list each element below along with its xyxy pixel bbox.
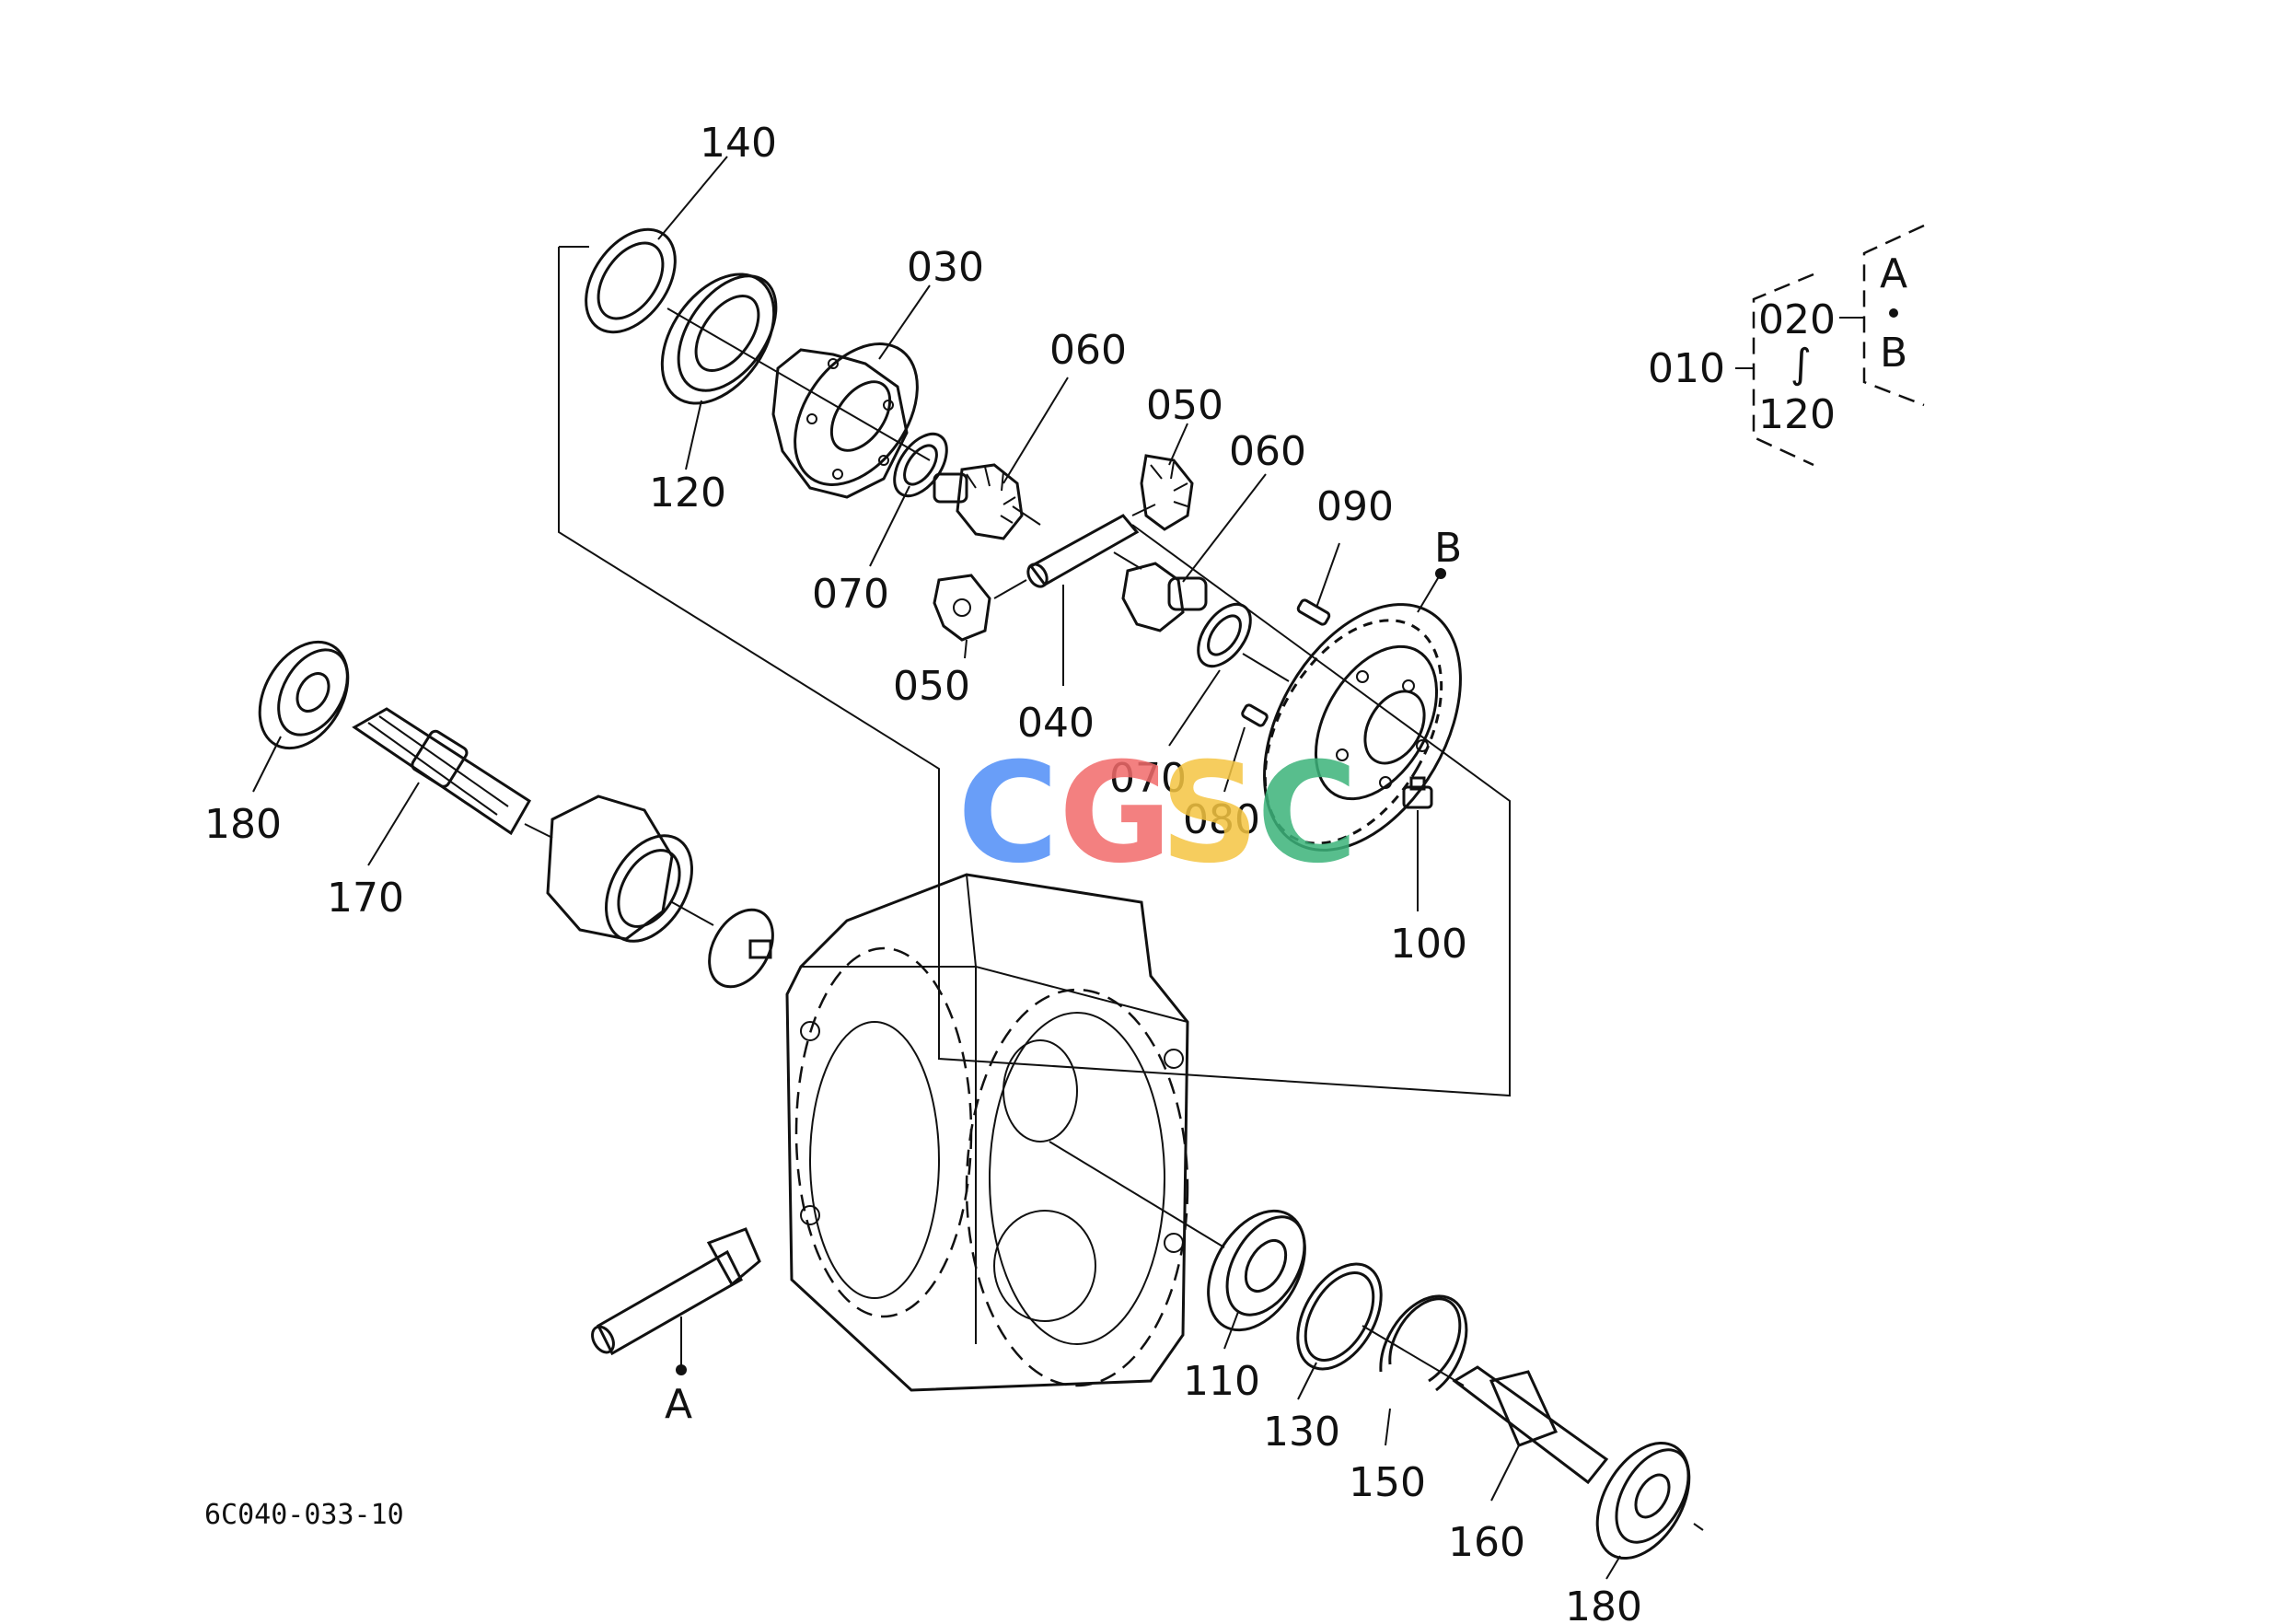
watermark-letter-2: G (1059, 734, 1172, 894)
legend-range-sep: ∫ (1790, 341, 1812, 388)
drawing-code: 6C040-033-10 (204, 1499, 404, 1531)
part-050-pinion-upper (1140, 454, 1194, 531)
part-pinion-shaft-A (591, 1227, 761, 1356)
part-070-washer-lower (1197, 602, 1252, 668)
part-060-side-gear-lower (1121, 562, 1208, 632)
part-160-shaft (1452, 1365, 1609, 1485)
part-040-pinion-shaft (1026, 514, 1140, 588)
legend-120: 120 (1758, 391, 1836, 438)
label-050-lower: 050 (893, 663, 970, 710)
part-030-diff-case (771, 342, 919, 499)
legend-ref-b: B (1880, 330, 1907, 377)
label-A-pinion: A (665, 1381, 692, 1428)
part-transmission-case (785, 873, 1189, 1392)
watermark-letter-4: C (1257, 734, 1358, 894)
label-140: 140 (700, 120, 777, 167)
part-180-bearing-left (258, 640, 350, 750)
label-130: 130 (1263, 1409, 1340, 1456)
part-100-bolt (1402, 776, 1433, 809)
part-170-shaft (352, 707, 532, 836)
assembly-legend: 010 020 ∫ 120 A B (1648, 224, 1925, 467)
part-150-circlip (1379, 1294, 1468, 1392)
part-080-pin (1241, 703, 1269, 727)
label-180-left: 180 (204, 801, 282, 848)
label-040: 040 (1017, 700, 1095, 747)
label-070-upper: 070 (812, 571, 889, 618)
legend-010: 010 (1648, 345, 1725, 392)
label-160: 160 (1448, 1519, 1525, 1566)
watermark-letter-1: C (957, 734, 1059, 894)
part-collar (708, 908, 774, 989)
label-080: 080 (1183, 796, 1260, 843)
label-050-upper: 050 (1146, 382, 1223, 429)
label-150: 150 (1349, 1459, 1426, 1506)
part-110-bearing (1207, 1209, 1306, 1332)
label-100: 100 (1390, 921, 1467, 968)
legend-ref-a: A (1880, 250, 1907, 297)
label-B-ring-gear: B (1434, 525, 1462, 572)
watermark-logo: C G S C (957, 734, 1358, 894)
part-140-washer (585, 227, 677, 334)
part-ring-gear-B (1263, 603, 1462, 852)
label-070-lower: 070 (1109, 755, 1187, 802)
label-110: 110 (1183, 1358, 1260, 1405)
part-090-pin (1296, 598, 1331, 626)
part-050-pinion-lower (933, 574, 991, 642)
part-coupling (546, 795, 693, 943)
label-170: 170 (327, 875, 404, 922)
label-180-right: 180 (1565, 1583, 1642, 1624)
part-180-bearing-right (1595, 1441, 1691, 1560)
label-090: 090 (1316, 483, 1394, 530)
assembly-outline (558, 247, 1511, 1097)
part-130-snap-ring (1296, 1262, 1383, 1371)
label-060-upper: 060 (1049, 327, 1127, 374)
part-070-washer-upper (893, 432, 948, 498)
legend-020: 020 (1758, 296, 1836, 343)
label-030: 030 (907, 244, 984, 291)
part-060-side-gear-upper (933, 463, 1024, 540)
watermark-letter-3: S (1160, 734, 1259, 894)
part-120-bearing (660, 273, 778, 405)
label-120: 120 (649, 470, 726, 516)
label-060-lower: 060 (1229, 428, 1306, 475)
